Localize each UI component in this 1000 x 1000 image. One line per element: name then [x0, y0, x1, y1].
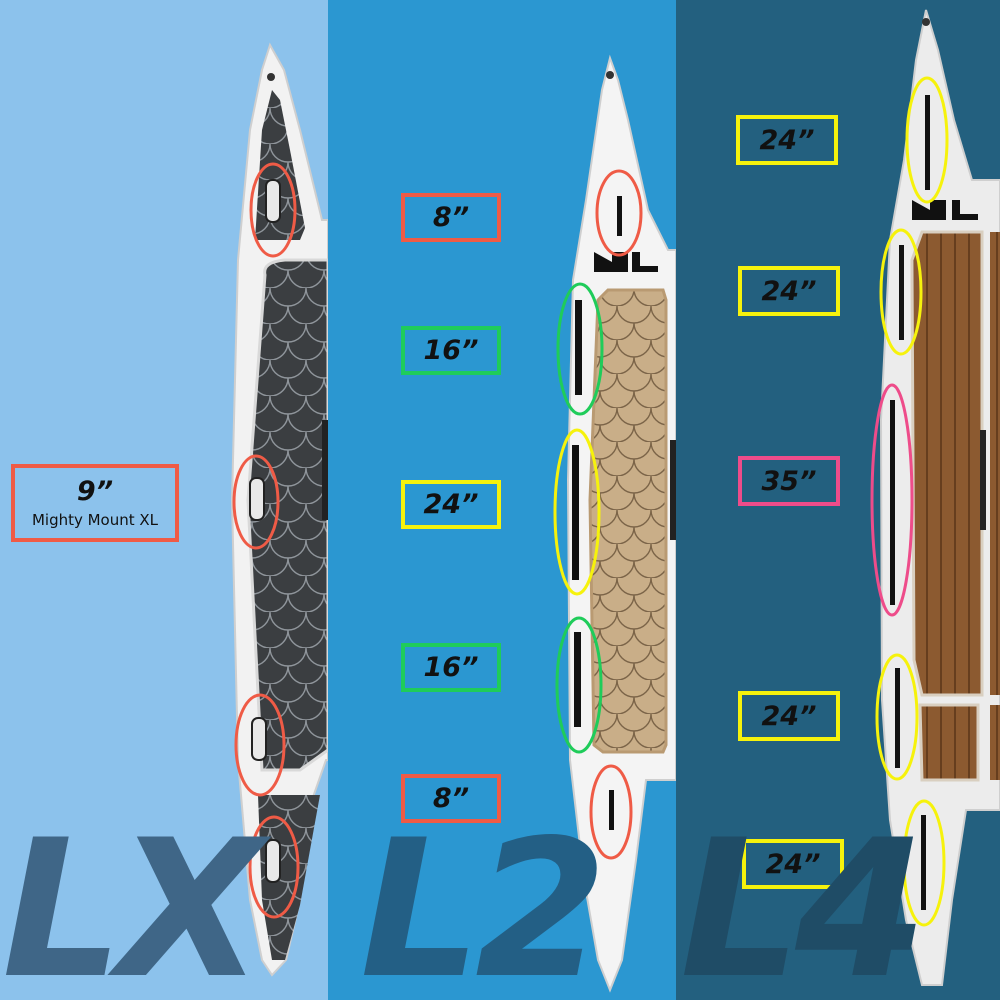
lx-label-0-sub: Mighty Mount XL: [31, 510, 159, 529]
panel-l2: 8” 16” 24” 16” 8” L2: [328, 0, 676, 1000]
l4-label-3-value: 24”: [761, 700, 817, 732]
l4-label-4: 24”: [742, 839, 844, 889]
lx-model-name: LX: [2, 799, 264, 1000]
panel-l4: 24” 24” 35” 24” 24” L4: [676, 0, 1000, 1000]
l4-model-name: L4: [680, 799, 927, 1000]
l4-label-1-value: 24”: [761, 275, 817, 307]
l4-label-4-value: 24”: [765, 848, 821, 880]
l2-label-1-value: 16”: [423, 335, 479, 366]
l4-label-2: 35”: [738, 456, 840, 506]
l4-label-0-value: 24”: [759, 124, 815, 156]
l2-model-name: L2: [360, 799, 607, 1000]
l2-board-image: [553, 54, 676, 993]
l2-label-1: 16”: [401, 326, 501, 375]
l2-label-4: 8”: [401, 774, 501, 823]
lx-board-image: [230, 42, 328, 977]
l4-board-image: [870, 9, 1000, 986]
l2-label-2-value: 24”: [423, 489, 479, 520]
lx-label-0-value: 9”: [76, 475, 114, 507]
l4-label-2-value: 35”: [761, 465, 817, 497]
panel-lx: 9” Mighty Mount XL LX: [0, 0, 328, 1000]
l2-label-0: 8”: [401, 193, 501, 242]
lx-label-0: 9” Mighty Mount XL: [11, 464, 179, 542]
lx-highlight-rings: [232, 162, 300, 919]
l2-label-4-value: 8”: [432, 783, 470, 814]
l4-label-0: 24”: [736, 115, 838, 165]
l4-label-1: 24”: [738, 266, 840, 316]
l2-label-0-value: 8”: [432, 202, 470, 233]
l2-label-3: 16”: [401, 643, 501, 692]
l2-label-3-value: 16”: [423, 652, 479, 683]
l2-label-2: 24”: [401, 480, 501, 529]
l4-label-3: 24”: [738, 691, 840, 741]
